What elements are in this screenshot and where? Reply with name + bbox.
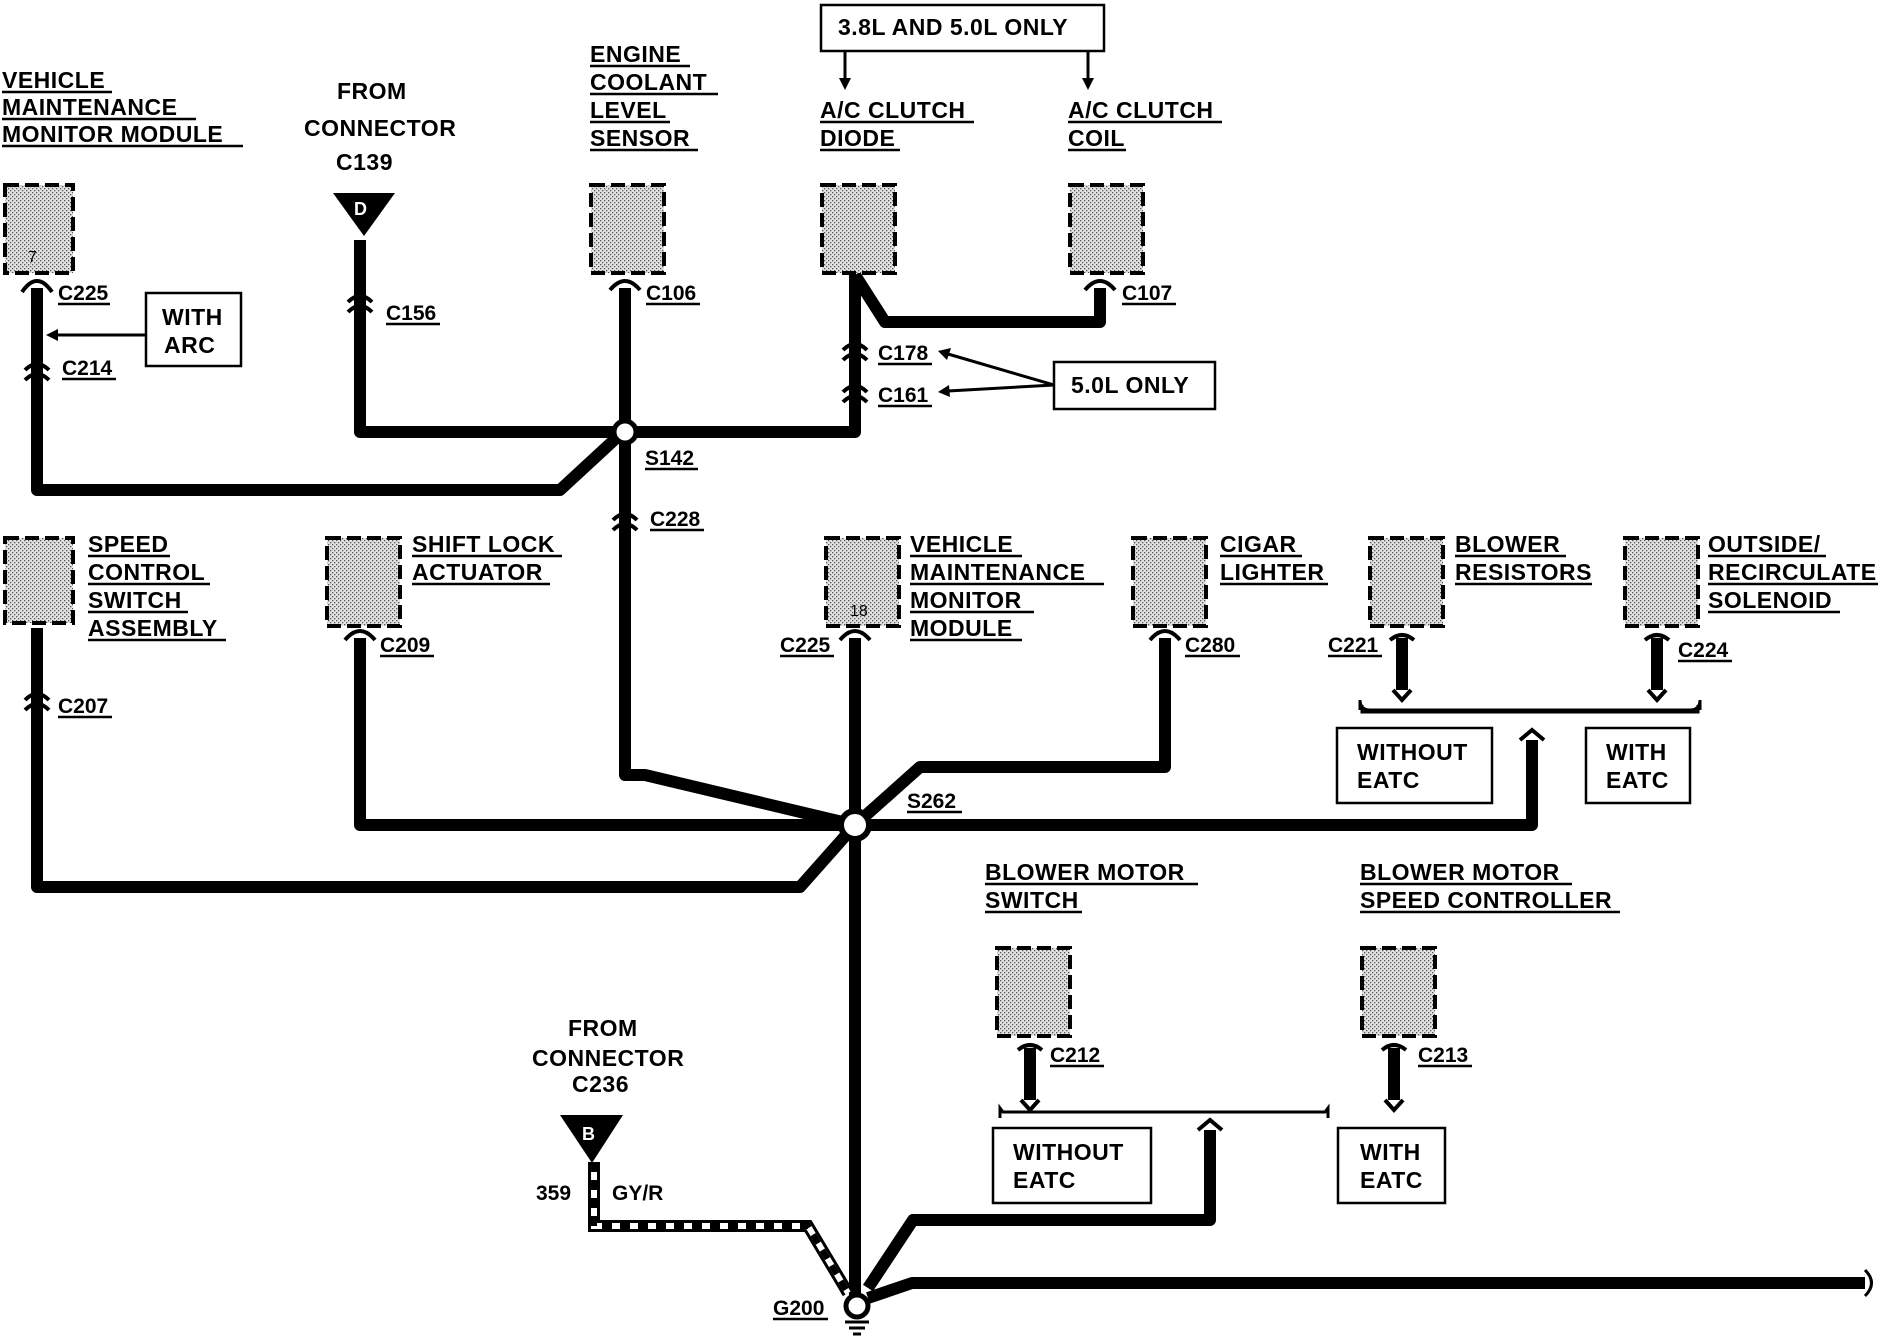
label-c209: C209 <box>380 634 430 657</box>
svg-text:WITHOUT: WITHOUT <box>1357 739 1468 765</box>
svg-text:3.8L AND 5.0L ONLY: 3.8L AND 5.0L ONLY <box>838 14 1068 40</box>
label-c225a: C225 <box>58 282 109 305</box>
svg-text:18: 18 <box>850 603 868 620</box>
svg-text:C236: C236 <box>572 1071 629 1097</box>
label-c224: C224 <box>1678 639 1729 662</box>
svg-text:CONNECTOR: CONNECTOR <box>532 1045 684 1071</box>
label-c280: C280 <box>1185 634 1235 657</box>
label-c161: C161 <box>878 384 929 407</box>
label-s262: S262 <box>907 790 956 813</box>
svg-text:FROM: FROM <box>337 78 407 104</box>
svg-text:EATC: EATC <box>1357 767 1420 793</box>
component-from-c139: D FROM CONNECTOR C139 <box>304 78 456 236</box>
label-c106: C106 <box>646 282 696 305</box>
svg-text:B: B <box>582 1124 595 1144</box>
wiring <box>31 240 1865 1306</box>
svg-text:D: D <box>354 199 367 219</box>
label-c107: C107 <box>1122 282 1172 305</box>
note-with-eatc-bottom: WITH EATC <box>1336 1126 1447 1205</box>
svg-text:CONNECTOR: CONNECTOR <box>304 115 456 141</box>
svg-text:FROM: FROM <box>568 1015 638 1041</box>
label-c207: C207 <box>58 695 108 718</box>
label-s142: S142 <box>645 447 694 470</box>
note-with-eatc-top: WITH EATC <box>1584 726 1692 805</box>
svg-text:WITHOUT: WITHOUT <box>1013 1139 1124 1165</box>
svg-text:359: 359 <box>536 1182 571 1205</box>
label-c178: C178 <box>878 342 929 365</box>
note-engine-only: 3.8L AND 5.0L ONLY <box>819 3 1106 90</box>
svg-text:EATC: EATC <box>1606 767 1669 793</box>
connector-underlines <box>58 302 1732 1321</box>
label-c225b: C225 <box>780 634 831 657</box>
label-g200: G200 <box>773 1297 824 1320</box>
connector-labels: C225 C214 C156 C106 C107 C178 C161 S142 … <box>58 282 1729 1320</box>
svg-text:5.0L ONLY: 5.0L ONLY <box>1071 372 1189 398</box>
note-without-eatc-top: WITHOUT EATC <box>1335 726 1494 805</box>
svg-text:WITH: WITH <box>1606 739 1667 765</box>
svg-text:WITH: WITH <box>1360 1139 1421 1165</box>
note-without-eatc-bottom: WITHOUT EATC <box>991 1126 1153 1205</box>
ground-g200 <box>843 1292 871 1320</box>
label-c156: C156 <box>386 302 436 325</box>
label-c213: C213 <box>1418 1044 1468 1067</box>
svg-text:EATC: EATC <box>1013 1167 1076 1193</box>
connector-symbols <box>20 279 1671 1132</box>
component-from-c236: B FROM CONNECTOR C236 359 GY/R <box>532 1015 684 1205</box>
svg-text:ARC: ARC <box>164 332 215 358</box>
note-with-arc: WITH ARC <box>46 291 243 368</box>
svg-text:WITH: WITH <box>162 304 223 330</box>
svg-text:7: 7 <box>28 249 37 266</box>
label-c221: C221 <box>1328 634 1379 657</box>
note-5-0l-only: 5.0L ONLY <box>938 348 1217 411</box>
splices <box>611 418 1873 1336</box>
svg-text:GY/R: GY/R <box>612 1182 663 1205</box>
splice-s262 <box>838 808 872 842</box>
svg-text:EATC: EATC <box>1360 1167 1423 1193</box>
label-c212: C212 <box>1050 1044 1100 1067</box>
splice-s142 <box>611 418 639 446</box>
eatc-selector-brackets <box>998 699 1702 1118</box>
label-c214: C214 <box>62 357 113 380</box>
label-c228: C228 <box>650 508 701 531</box>
svg-text:C139: C139 <box>336 149 393 175</box>
